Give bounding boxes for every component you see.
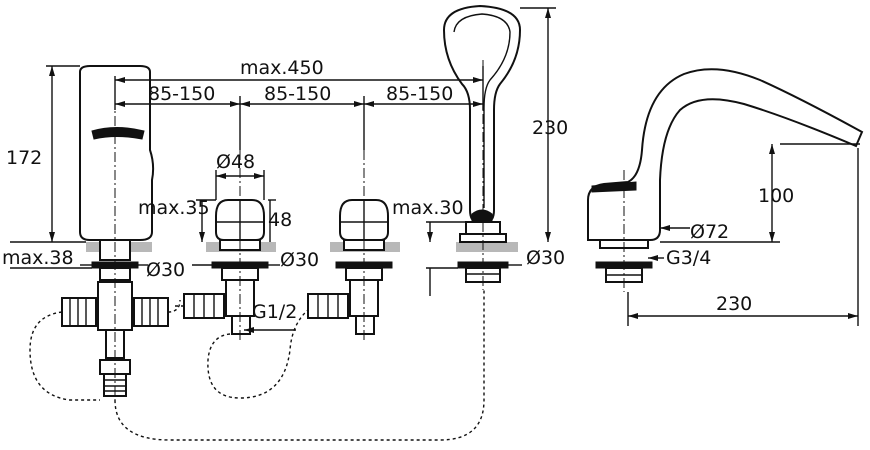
dim-dia-30-b: Ø30 (280, 249, 319, 271)
hose-lines (29, 290, 485, 441)
dim-height-100: 100 (758, 185, 794, 207)
spout-body (61, 65, 169, 400)
dim-max-35: max.35 (138, 197, 210, 219)
dim-thread-g34: G3/4 (666, 247, 711, 269)
dim-max-450: max.450 (240, 57, 324, 79)
dim-dia-72: Ø72 (690, 221, 729, 243)
dim-dia-30-c: Ø30 (526, 247, 565, 269)
dim-dia-48: Ø48 (216, 151, 255, 173)
dimension-lines (10, 7, 860, 333)
dim-height-172: 172 (6, 147, 42, 169)
dim-max-30: max.30 (392, 197, 464, 219)
dim-spacing-1: 85-150 (148, 83, 215, 105)
dim-h-48: 48 (268, 209, 292, 231)
dim-height-230: 230 (532, 117, 568, 139)
dim-thread-g12: G1/2 (252, 301, 297, 323)
dim-length-230: 230 (716, 293, 752, 315)
side-view (587, 68, 864, 292)
dim-max-38: max.38 (2, 247, 74, 269)
dim-dia-30-a: Ø30 (146, 259, 185, 281)
dim-spacing-2: 85-150 (264, 83, 331, 105)
dim-spacing-3: 85-150 (386, 83, 453, 105)
valve-right (307, 150, 393, 340)
